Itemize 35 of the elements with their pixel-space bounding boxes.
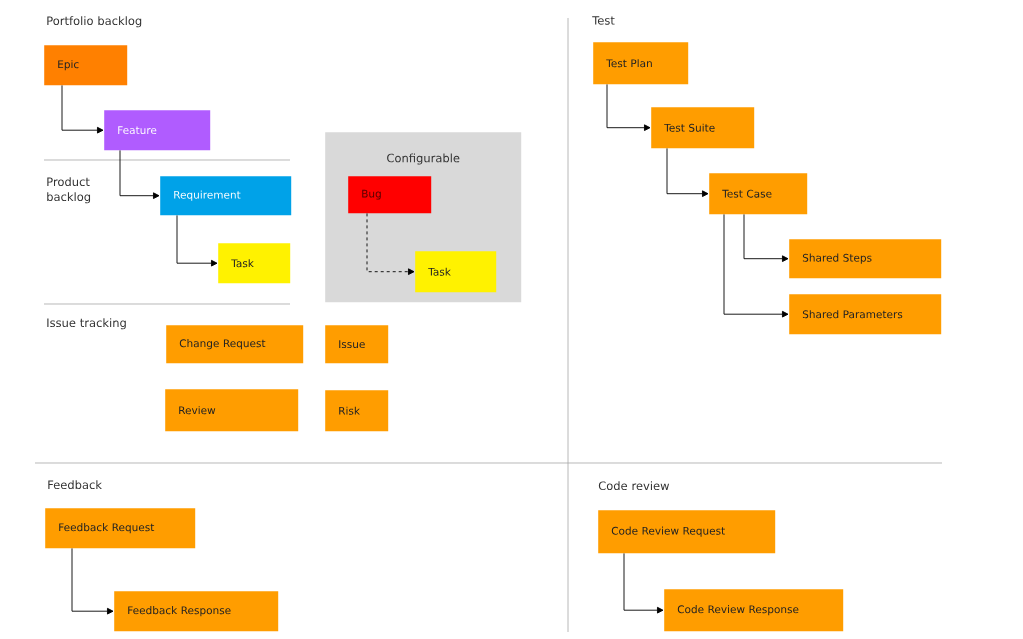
work-item-box: Change Request [166, 325, 304, 364]
arrow [743, 213, 789, 263]
section-heading: Product backlog [47, 177, 91, 204]
arrow [623, 552, 664, 614]
section-heading: Code review [598, 481, 670, 491]
work-item-box: Task [415, 251, 497, 293]
section-heading: Portfolio backlog [47, 16, 142, 28]
work-item-box: Epic [44, 45, 128, 86]
work-item-box: Bug [348, 176, 432, 214]
work-item-box: Feedback Request [45, 508, 196, 549]
work-item-box: Test Plan [593, 42, 689, 85]
work-item-box: Code Review Request [598, 510, 776, 554]
work-item-box: Code Review Response [664, 589, 844, 632]
arrow [176, 214, 218, 267]
work-item-box: Test Case [709, 173, 808, 215]
work-item-box: Test Suite [651, 107, 755, 149]
work-item-box: Shared Steps [789, 239, 942, 279]
section-heading: Feedback [48, 480, 102, 490]
arrow [119, 149, 160, 200]
arrow [666, 147, 709, 198]
arrow [71, 547, 114, 615]
arrow [366, 212, 415, 275]
work-item-box: Feedback Response [114, 591, 279, 632]
work-item-box: Task [218, 243, 291, 284]
section-heading: Issue tracking [47, 318, 126, 330]
work-item-box: Shared Parameters [789, 294, 942, 335]
work-item-box: Issue [325, 325, 389, 364]
arrow [723, 213, 789, 318]
work-item-box: Risk [325, 390, 389, 432]
arrow [606, 83, 651, 132]
work-item-box: Review [165, 389, 299, 432]
arrow [61, 84, 104, 134]
work-item-box: Requirement [160, 176, 292, 216]
section-heading: Test [592, 16, 615, 25]
work-item-box: Feature [104, 110, 211, 151]
